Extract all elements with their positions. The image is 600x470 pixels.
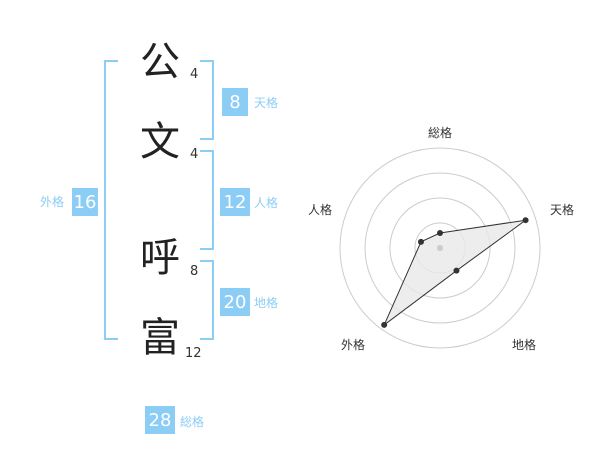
radar-point-gaikaku (381, 321, 388, 328)
radar-point-tenkaku (522, 217, 529, 224)
radar-ring (339, 147, 541, 349)
radar-polygon (382, 219, 526, 327)
soukaku-value: 28 (145, 406, 175, 434)
name-char-1: 公 (140, 39, 180, 85)
soukaku-label: 総格 (180, 415, 205, 429)
radar-ring (364, 172, 516, 324)
jinkaku-bracket (200, 150, 214, 250)
radar-label-soukaku: 総格 (428, 126, 453, 140)
radar-point-chikaku (453, 267, 460, 274)
stroke-count-1: 4 (190, 67, 199, 82)
stroke-count-3: 8 (190, 264, 199, 279)
chikaku-bracket (200, 260, 214, 340)
chikaku-value: 20 (220, 288, 250, 316)
radar-ring (389, 197, 491, 299)
name-char-2: 文 (140, 119, 180, 165)
stroke-count-4: 12 (185, 346, 202, 361)
tenkaku-bracket (200, 60, 214, 140)
radar-points (381, 217, 529, 328)
tenkaku-value: 8 (222, 88, 248, 116)
gaikaku-bracket (104, 60, 118, 340)
radar-label-tenkaku: 天格 (550, 203, 575, 217)
radar-center-dot (437, 245, 443, 251)
jinkaku-label: 人格 (254, 196, 279, 210)
gaikaku-label: 外格 (40, 195, 65, 209)
gaikaku-value: 16 (72, 188, 98, 216)
tenkaku-label: 天格 (254, 96, 279, 110)
name-char-4: 富 (140, 315, 180, 361)
radar-point-jinkaku (417, 238, 424, 245)
chikaku-label: 地格 (254, 296, 279, 310)
name-char-3: 呼 (140, 235, 180, 281)
jinkaku-value: 12 (220, 188, 250, 216)
radar-label-chikaku: 地格 (512, 338, 537, 352)
radar-point-soukaku (437, 230, 443, 236)
stroke-count-2: 4 (190, 147, 199, 162)
radar-label-jinkaku: 人格 (308, 203, 333, 217)
radar-label-gaikaku: 外格 (341, 338, 366, 352)
